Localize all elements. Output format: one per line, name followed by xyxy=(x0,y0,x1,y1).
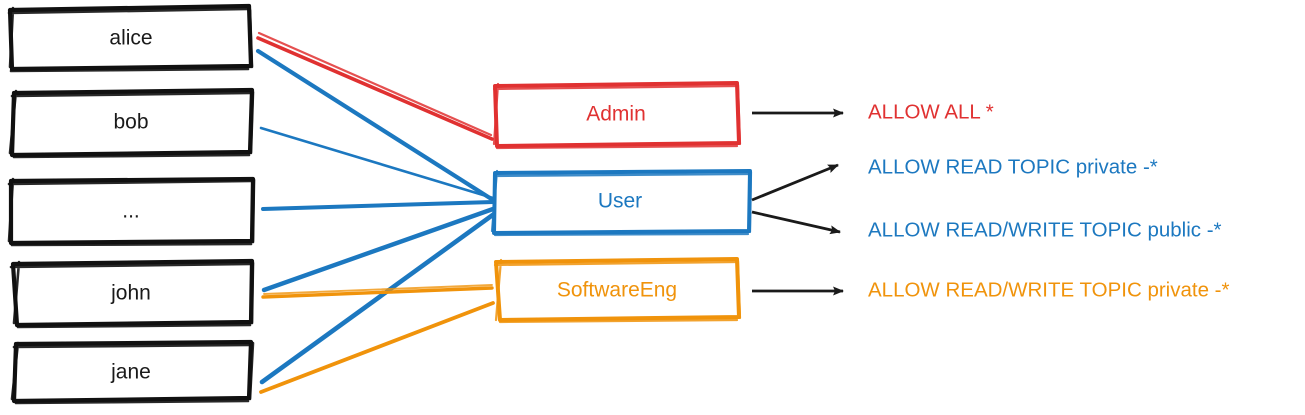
link-john-user xyxy=(261,206,496,293)
permission-label-read-private: ALLOW READ TOPIC private -* xyxy=(868,155,1158,178)
link-jane-user xyxy=(259,211,497,385)
link-alice-user xyxy=(255,48,496,203)
user-label-jane: jane xyxy=(110,361,151,384)
permission-label-readwrite-private: ALLOW READ/WRITE TOPIC private -* xyxy=(868,278,1230,301)
connector-lines xyxy=(255,31,497,394)
role-label-softwareeng: SoftwareEng xyxy=(557,279,677,302)
user-label-alice: alice xyxy=(109,27,152,50)
role-label-user: User xyxy=(598,190,642,213)
user-label-john: john xyxy=(110,282,151,305)
link-bob-user xyxy=(259,126,495,200)
link-jane-softwareeng xyxy=(259,301,495,394)
role-node-softwareeng[interactable]: SoftwareEng xyxy=(493,257,742,324)
user-label-ellipsis: ... xyxy=(122,200,140,223)
user-node-bob[interactable]: bob xyxy=(8,87,255,159)
user-node-jane[interactable]: jane xyxy=(10,339,255,405)
role-node-admin[interactable]: Admin xyxy=(492,81,742,150)
user-node-ellipsis[interactable]: ... xyxy=(7,176,256,247)
link-john-softwareeng xyxy=(261,284,494,299)
role-node-user[interactable]: User xyxy=(490,169,753,237)
user-label-bob: bob xyxy=(113,111,148,134)
arrow-user-to-read-private xyxy=(751,163,839,202)
arrow-user-to-readwrite-public xyxy=(751,210,841,235)
permission-arrows xyxy=(751,108,844,296)
permission-label-readwrite-public: ALLOW READ/WRITE TOPIC public -* xyxy=(868,218,1222,241)
link-ellipsis-user xyxy=(261,200,495,211)
link-alice-admin xyxy=(256,31,494,141)
user-node-alice[interactable]: alice xyxy=(7,3,254,73)
role-label-admin: Admin xyxy=(586,103,646,126)
user-node-john[interactable]: john xyxy=(9,258,255,329)
permission-label-allow-all: ALLOW ALL * xyxy=(868,100,994,123)
